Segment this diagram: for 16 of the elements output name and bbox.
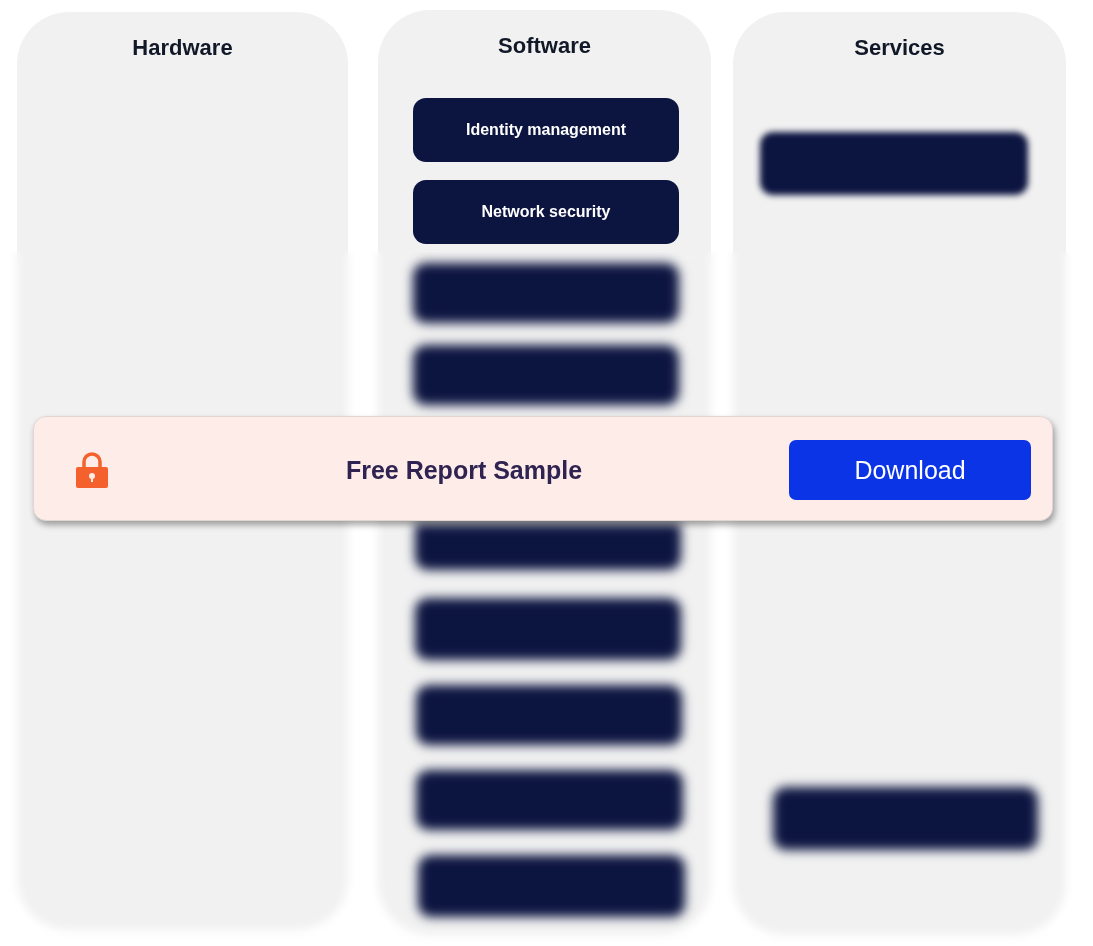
blurred-box [416, 770, 683, 830]
blurred-box [416, 685, 682, 745]
download-button: Download [789, 440, 1031, 500]
column-heading: Services [853, 34, 946, 62]
blurred-box [415, 598, 681, 660]
category-box: Identity management [413, 98, 679, 162]
blurred-box [773, 787, 1038, 850]
column-heading: Software [497, 32, 592, 60]
banner-title: Free Report Sample [344, 455, 584, 485]
blurred-box [413, 345, 679, 405]
blurred-box [413, 263, 679, 323]
blurred-box [418, 855, 685, 917]
column-heading: Hardware [131, 34, 234, 62]
category-box: Network security [413, 180, 679, 244]
blurred-box [415, 524, 681, 570]
blurred-box [760, 132, 1028, 195]
